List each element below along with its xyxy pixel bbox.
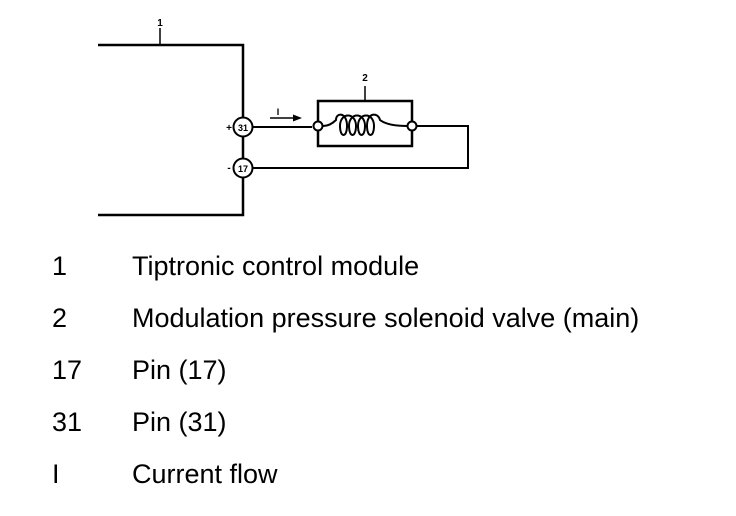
legend-item: I Current flow bbox=[52, 454, 639, 506]
legend-key: 17 bbox=[52, 355, 83, 385]
legend-item: 1 Tiptronic control module bbox=[52, 246, 639, 298]
legend-key: 31 bbox=[52, 407, 83, 437]
wire-solenoid-to-pin17 bbox=[253, 125, 469, 169]
current-flow-arrowhead bbox=[293, 114, 302, 122]
legend: 1 Tiptronic control module 2 Modulation … bbox=[52, 246, 639, 506]
legend-text: Current flow bbox=[132, 459, 278, 489]
solenoid-terminal-left bbox=[312, 120, 324, 132]
solenoid-coil bbox=[322, 113, 408, 136]
pin-17-circle bbox=[232, 157, 254, 179]
current-flow-label: I bbox=[277, 107, 280, 117]
pin-31-circle bbox=[232, 116, 254, 138]
legend-key: 1 bbox=[52, 251, 68, 281]
pin-17-label: 17 bbox=[238, 164, 248, 174]
legend-key: I bbox=[52, 459, 60, 489]
solenoid-ref-label: 2 bbox=[362, 73, 368, 84]
control-module-outline bbox=[98, 43, 245, 217]
pin-17-polarity: - bbox=[227, 163, 230, 174]
legend-item: 31 Pin (31) bbox=[52, 402, 639, 454]
legend-item: 2 Modulation pressure solenoid valve (ma… bbox=[52, 298, 639, 350]
control-module-ref-label: 1 bbox=[157, 18, 163, 29]
legend-item: 17 Pin (17) bbox=[52, 350, 639, 402]
legend-text: Modulation pressure solenoid valve (main… bbox=[132, 303, 640, 333]
solenoid-terminal-right bbox=[406, 120, 418, 132]
legend-key: 2 bbox=[52, 303, 68, 333]
wiring-diagram: 1 31 + 17 - I 2 bbox=[98, 18, 469, 217]
pin-31-label: 31 bbox=[238, 123, 248, 133]
legend-text: Tiptronic control module bbox=[132, 251, 420, 281]
pin-31-polarity: + bbox=[226, 123, 232, 134]
legend-text: Pin (17) bbox=[132, 355, 227, 385]
legend-text: Pin (31) bbox=[132, 407, 227, 437]
